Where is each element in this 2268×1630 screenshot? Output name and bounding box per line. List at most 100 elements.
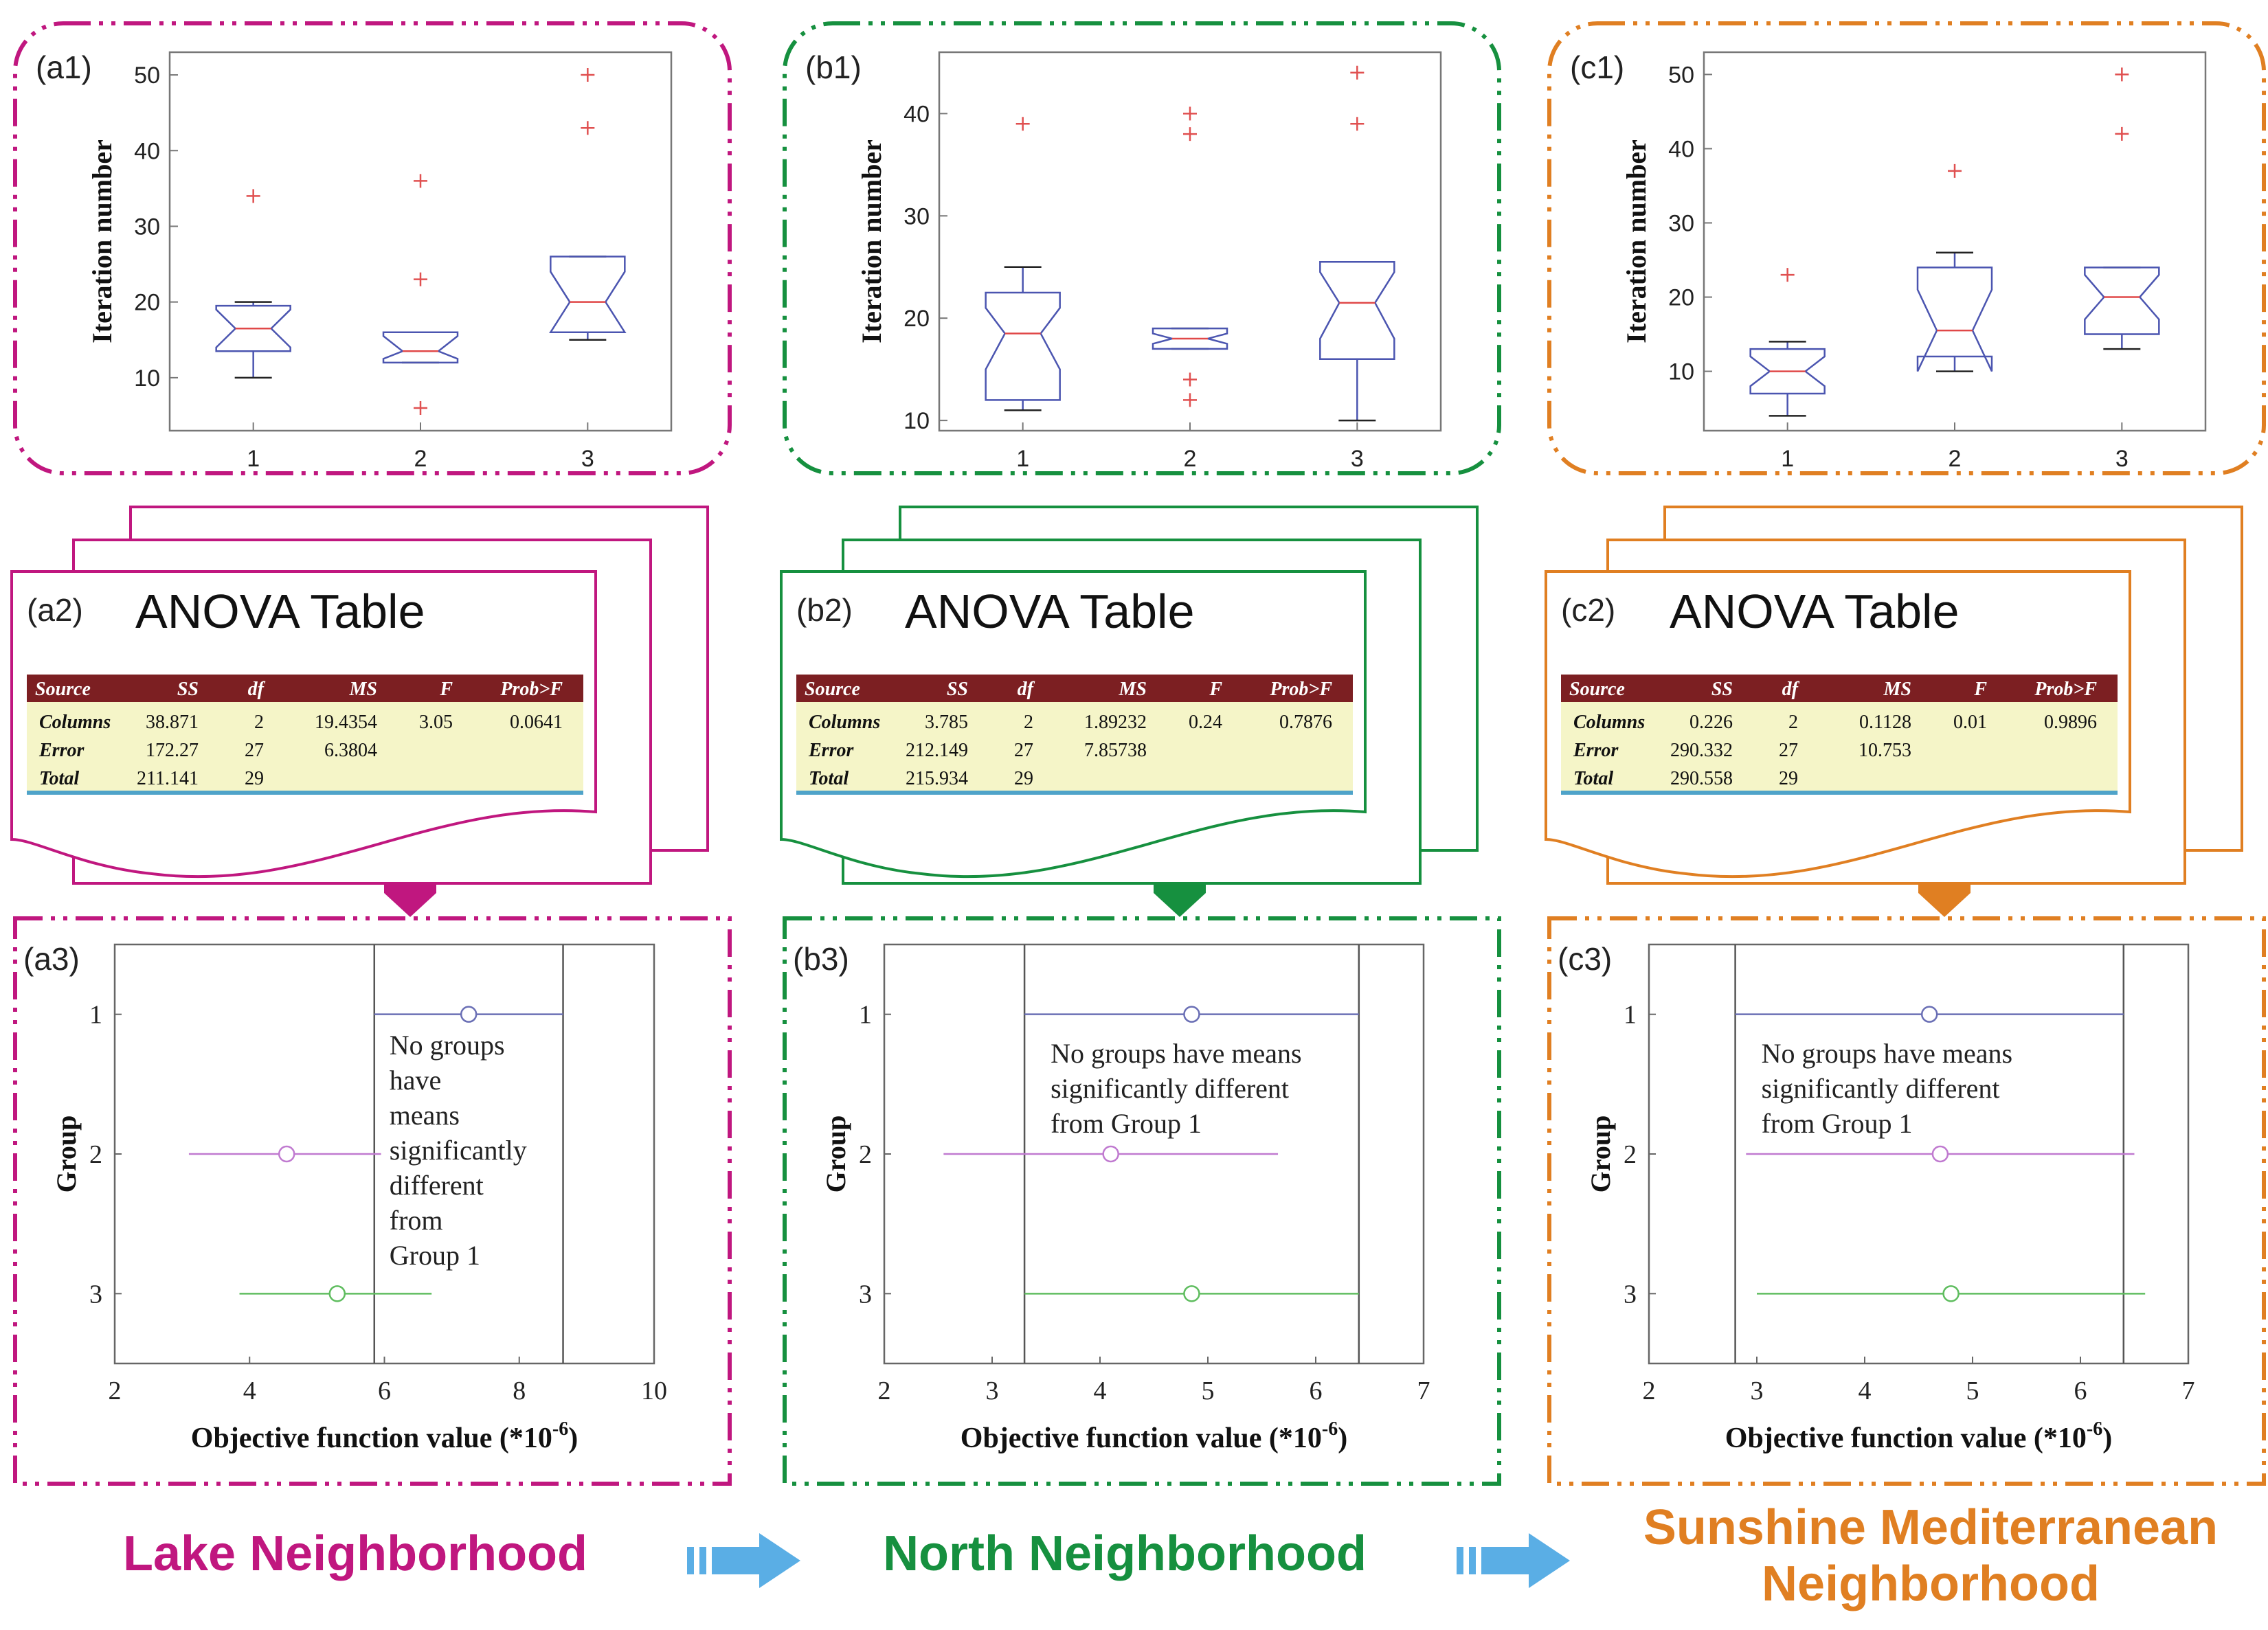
panel-label-b1: (b1) [805,49,862,85]
x-axis-label-main: Objective function value (*10 [191,1423,552,1454]
comparison-note-line: No groups have means [1762,1038,2012,1069]
x-tick-label: 5 [1966,1377,1979,1405]
arrow-stripe [699,1547,706,1574]
x-axis-label-exponent: -6 [552,1418,568,1440]
table-cell: 38.871 [146,712,199,733]
comparison-note-line: from Group 1 [1051,1108,1202,1139]
x-axis-label-exponent: -6 [2087,1418,2102,1440]
panel-label-c3: (c3) [1558,941,1612,977]
outlier-marker [1350,117,1365,131]
x-axis-label-main: Objective function value (*10 [1725,1423,2087,1454]
comparison-note-line: Group 1 [390,1240,480,1271]
x-tick-label: 4 [1094,1377,1107,1405]
table-header-cell: Prob>F [2034,679,2097,700]
outlier-marker [246,189,260,203]
comparison-note-line: No groups [390,1030,505,1061]
table-header-cell: F [1973,679,1987,700]
x-tick-label: 3 [2115,446,2129,472]
comparison-mean-marker [1102,1145,1119,1163]
arrow-stripe [687,1547,694,1574]
x-tick-label: 6 [2074,1377,2087,1405]
x-tick-label: 5 [1202,1377,1215,1405]
comparison-note-line: different [390,1170,484,1201]
x-axis-label-close: ) [1338,1423,1347,1454]
outlier-marker [2115,126,2129,141]
table-cell: 7.85738 [1084,740,1147,761]
comparison-note-line: No groups have means [1051,1038,1301,1069]
x-tick-label: 2 [878,1377,891,1405]
y-tick-label: 30 [903,203,930,229]
y-tick-label: 3 [1624,1280,1637,1309]
x-tick-label: 1 [247,446,260,472]
x-tick-label: 3 [986,1377,999,1405]
x-axis-label: Objective function value (*10-6) [1725,1418,2112,1454]
notched-box [1319,261,1395,361]
x-tick-label: 3 [1751,1377,1764,1405]
table-cell: 0.24 [1189,712,1222,733]
table-cell: 29 [245,768,264,789]
y-tick-label: 1 [89,1001,102,1030]
y-tick-label: 50 [1668,62,1694,88]
comparison-note-line: significantly [390,1135,527,1166]
table-header-bar [1561,675,2118,702]
neighborhood-name: Sunshine Mediterranean [1643,1500,2218,1555]
comparison-frame-b [783,916,1501,1486]
right-arrow-icon [712,1533,800,1588]
x-axis-label-main: Objective function value (*10 [961,1423,1322,1454]
table-header-cell: Source [1569,679,1625,700]
comparison-note-line: from [390,1205,443,1236]
neighborhood-name: North Neighborhood [883,1526,1367,1581]
y-tick-label: 10 [903,408,930,434]
table-cell: 19.4354 [315,712,377,733]
x-tick-label: 2 [1949,446,1962,472]
table-header-cell: SS [177,679,199,700]
table-header-cell: F [439,679,453,700]
x-tick-label: 7 [1417,1377,1430,1405]
neighborhood-name: Neighborhood [1762,1557,2100,1611]
notched-box [382,331,459,364]
y-tick-label: 3 [89,1280,102,1309]
x-axis-label-close: ) [568,1423,578,1454]
y-axis-label: Iteration number [1621,139,1652,343]
table-row-label: Error [808,740,854,761]
comparison-frame-a [13,916,732,1486]
x-axis-label: Objective function value (*10-6) [961,1418,1347,1454]
y-tick-label: 3 [859,1280,872,1309]
x-tick-label: 2 [109,1377,122,1405]
table-header-cell: df [1782,679,1800,700]
y-tick-label: 50 [134,63,160,89]
table-row-label: Columns [1573,712,1645,733]
panel-label-a1: (a1) [36,49,92,85]
transition-arrow-1 [687,1533,800,1588]
outlier-marker [414,174,427,188]
comparison-mean-marker [460,1006,478,1023]
comparison-mean-marker [1183,1285,1200,1302]
comparison-note-line: have [390,1065,442,1096]
notched-box [215,304,291,352]
table-cell: 212.149 [906,740,968,761]
outlier-marker [414,272,427,286]
table-row-label: Total [1573,768,1613,789]
y-tick-label: 40 [1668,136,1694,162]
x-tick-label: 3 [581,446,594,472]
table-header-cell: MS [349,679,377,700]
notched-box [985,291,1061,401]
table-cell: 27 [1779,740,1798,761]
y-axis-label: Group [51,1116,82,1193]
table-cell: 27 [245,740,264,761]
panel-label-b2: (b2) [796,592,853,628]
y-tick-label: 2 [1624,1140,1637,1169]
boxplot-frame-b [783,21,1501,475]
table-cell: 27 [1014,740,1033,761]
table-cell: 0.9896 [2044,712,2097,733]
comparison-note-line: significantly different [1762,1073,2000,1104]
outlier-marker [2115,67,2129,82]
x-tick-label: 6 [378,1377,391,1405]
table-cell: 1.89232 [1084,712,1147,733]
comparison-note-line: from Group 1 [1762,1108,1913,1139]
table-header-bar [796,675,1353,702]
table-cell: 0.0641 [510,712,563,733]
outlier-marker [1948,163,1962,178]
table-cell: 29 [1779,768,1798,789]
